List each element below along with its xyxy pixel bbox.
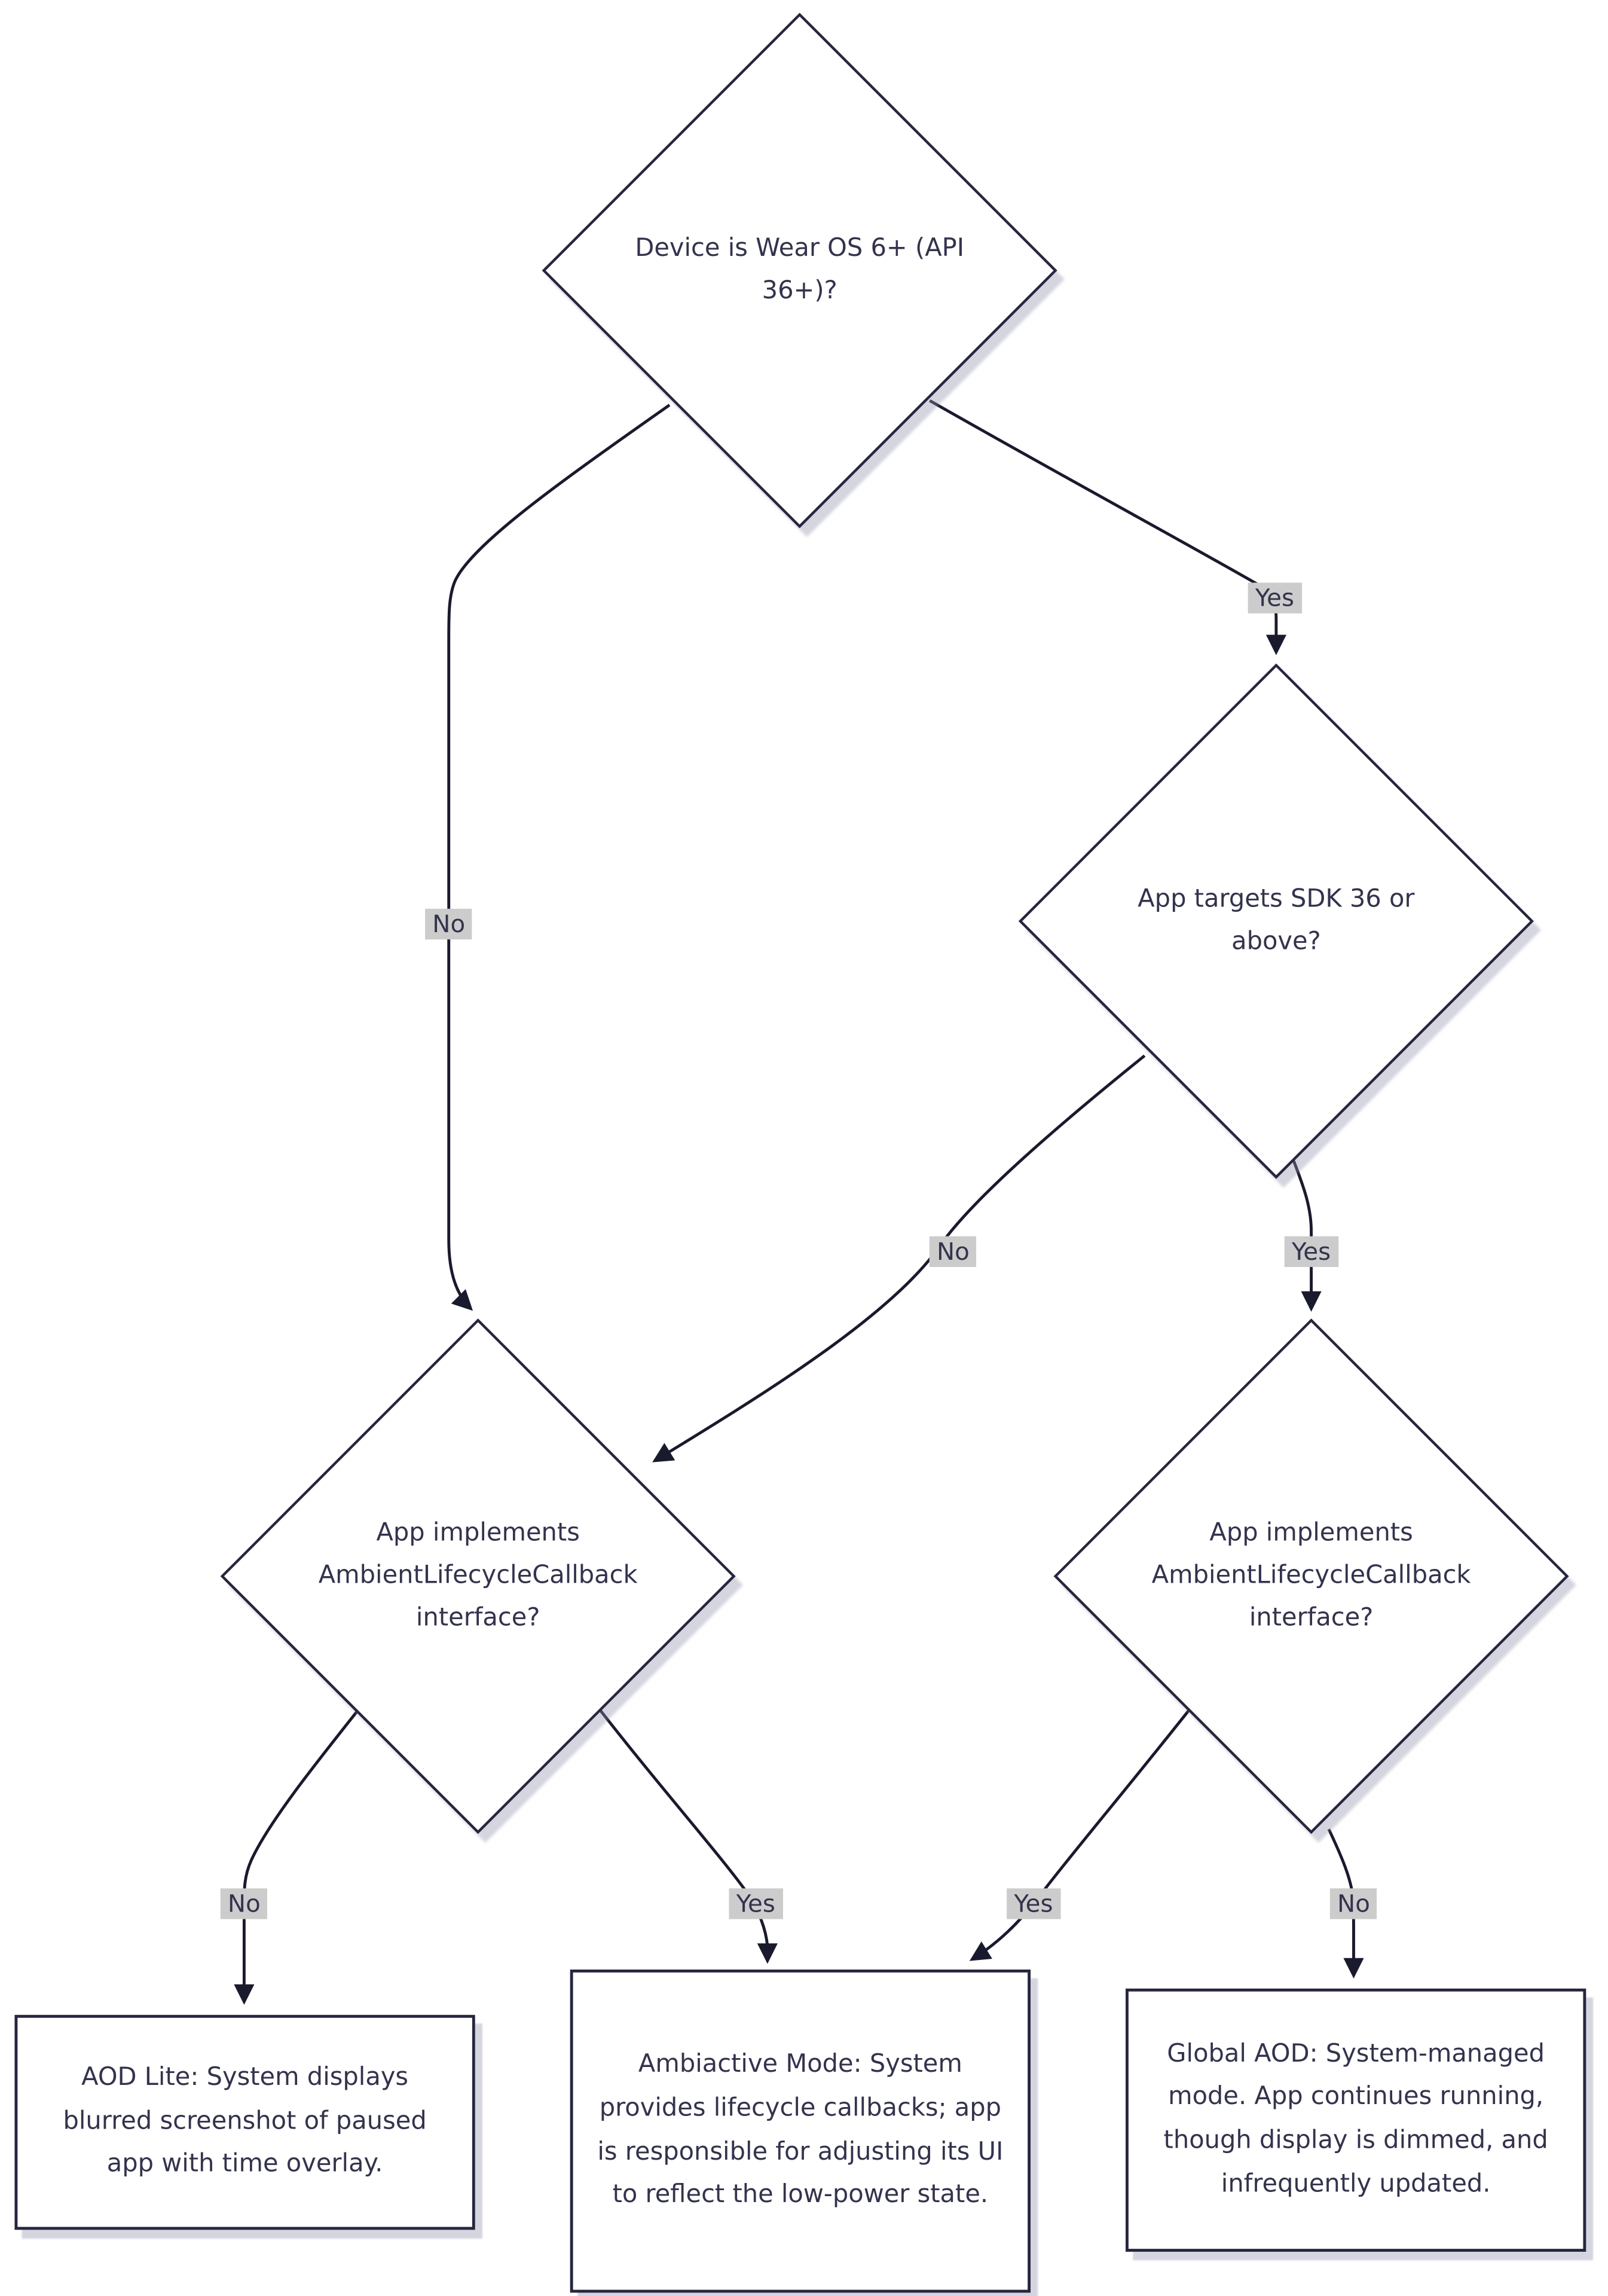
- edge-label-root-yes: Yes: [1248, 582, 1302, 613]
- edge-sdk36-yes-arrow: [1292, 1160, 1322, 1312]
- edge-label-impl-right-no: No: [1329, 1888, 1378, 1919]
- result-aod-lite-label: AOD Lite: System displays blurred screen…: [63, 2063, 427, 2179]
- result-global-aod-label: Global AOD: System-managed mode. App con…: [1163, 2039, 1548, 2199]
- edge-label-root-no: No: [425, 908, 473, 940]
- edge-impl-right-yes-arrow: [969, 1702, 1196, 1961]
- edge-root-no-arrow: [447, 404, 671, 1311]
- result-ambiactive-mode-label: Ambiactive Mode: System provides lifecyc…: [597, 2050, 1004, 2210]
- edge-sdk36-no-arrow: [652, 1054, 1146, 1463]
- edge-impl-left-no-arrow: [234, 1705, 362, 2005]
- edge-label-impl-left-yes: Yes: [729, 1888, 783, 1919]
- decision-device-wear-os-6-shape: [542, 13, 1057, 529]
- edge-label-sdk36-yes: Yes: [1284, 1236, 1338, 1267]
- result-global-aod: Global AOD: System-managed mode. App con…: [1125, 1988, 1586, 2252]
- decision-impl-ambient-left-shape: [220, 1318, 736, 1834]
- edge-label-sdk36-no: No: [929, 1236, 977, 1267]
- edge-impl-left-yes-arrow: [594, 1702, 778, 1964]
- result-aod-lite: AOD Lite: System displays blurred screen…: [14, 2014, 475, 2230]
- decision-app-targets-sdk36-shape: [1018, 663, 1534, 1179]
- edge-label-impl-left-no: No: [220, 1888, 268, 1919]
- edge-label-impl-right-yes: Yes: [1007, 1888, 1060, 1919]
- result-ambiactive-mode: Ambiactive Mode: System provides lifecyc…: [570, 1970, 1031, 2293]
- edge-root-yes-arrow: [929, 399, 1286, 655]
- decision-impl-ambient-right-shape: [1053, 1318, 1569, 1834]
